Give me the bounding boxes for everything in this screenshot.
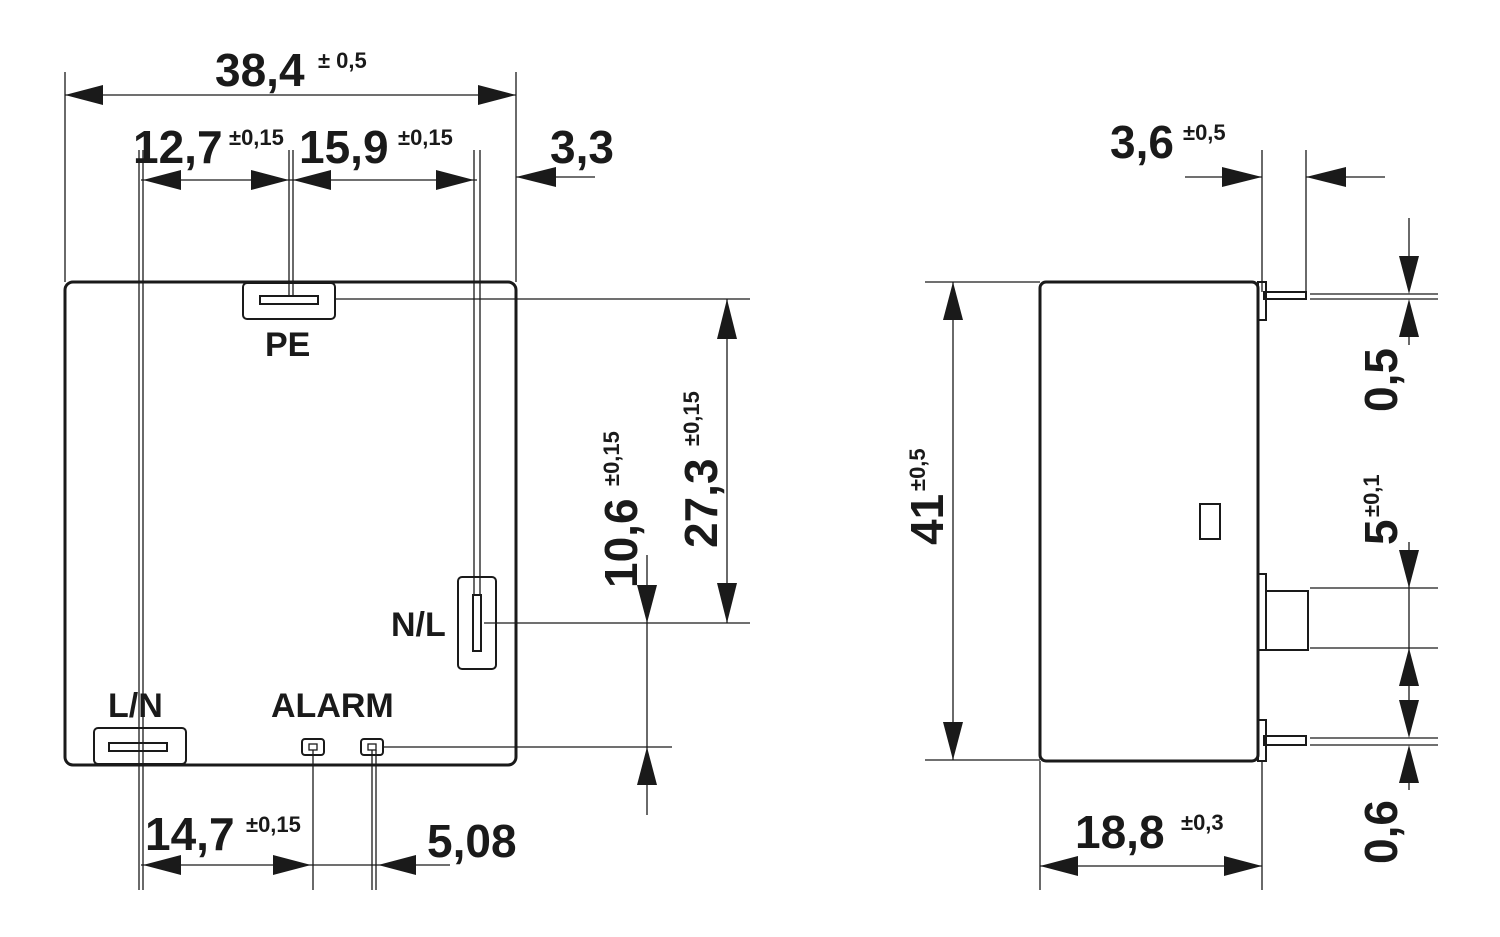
pin-pitch-2-tolerance: ±0,15	[398, 125, 453, 150]
ln-pin	[108, 742, 168, 752]
side-housing-outline	[1038, 280, 1260, 763]
side-view: 3,6 ±0,5 41 ±0,5 0,5 5 ±0,1 0,6 18,8 ±0,…	[901, 116, 1438, 890]
front-arrowheads	[65, 85, 737, 875]
pin-pitch-2-value: 15,9	[299, 121, 389, 173]
pin-spacing-value: 5	[1355, 519, 1407, 545]
ln-terminal	[93, 727, 187, 765]
label-nl: N/L	[391, 606, 446, 644]
overall-width-value: 38,4	[215, 44, 305, 96]
front-extension-lines	[64, 72, 750, 890]
label-alarm: ALARM	[271, 687, 394, 725]
pe-pin	[259, 295, 319, 305]
height-value: 41	[901, 494, 953, 545]
side-connector-body	[1265, 590, 1309, 651]
depth-tolerance: ±0,3	[1181, 810, 1224, 835]
vertical-1-tolerance: ±0,15	[679, 391, 704, 446]
bottom-2-value: 5,08	[427, 815, 517, 867]
label-pe: PE	[265, 326, 310, 364]
front-dimension-lines	[65, 94, 728, 866]
side-window	[1199, 503, 1221, 540]
pin-length-tolerance: ±0,5	[1183, 120, 1226, 145]
bottom-1-value: 14,7	[145, 808, 235, 860]
height-tolerance: ±0,5	[905, 448, 930, 491]
pin-thickness-2-value: 0,6	[1355, 800, 1407, 864]
nl-pin	[472, 594, 482, 652]
side-dimension-lines	[952, 176, 1385, 867]
vertical-2-tolerance: ±0,15	[599, 431, 624, 486]
vertical-2-value: 10,6	[595, 498, 647, 588]
vertical-1-value: 27,3	[675, 458, 727, 548]
pin-pitch-1-value: 12,7	[133, 121, 223, 173]
label-ln: L/N	[108, 687, 163, 725]
side-arrowheads	[943, 167, 1419, 876]
front-view: 38,4 ± 0,5 12,7 ±0,15 15,9 ±0,15 3,3 PE …	[63, 44, 750, 890]
edge-offset-value: 3,3	[550, 121, 614, 173]
bottom-1-tolerance: ±0,15	[246, 812, 301, 837]
pin-length-value: 3,6	[1110, 116, 1174, 168]
side-pin-top	[1263, 291, 1307, 300]
pin-spacing-tolerance: ±0,1	[1359, 474, 1384, 517]
alarm-pin-1-core	[308, 743, 318, 751]
overall-width-tolerance: ± 0,5	[318, 48, 367, 73]
pin-thickness-value: 0,5	[1355, 348, 1407, 412]
alarm-pin-2-core	[367, 743, 377, 751]
depth-value: 18,8	[1075, 806, 1165, 858]
pin-pitch-1-tolerance: ±0,15	[229, 125, 284, 150]
side-pin-bottom	[1263, 735, 1307, 746]
